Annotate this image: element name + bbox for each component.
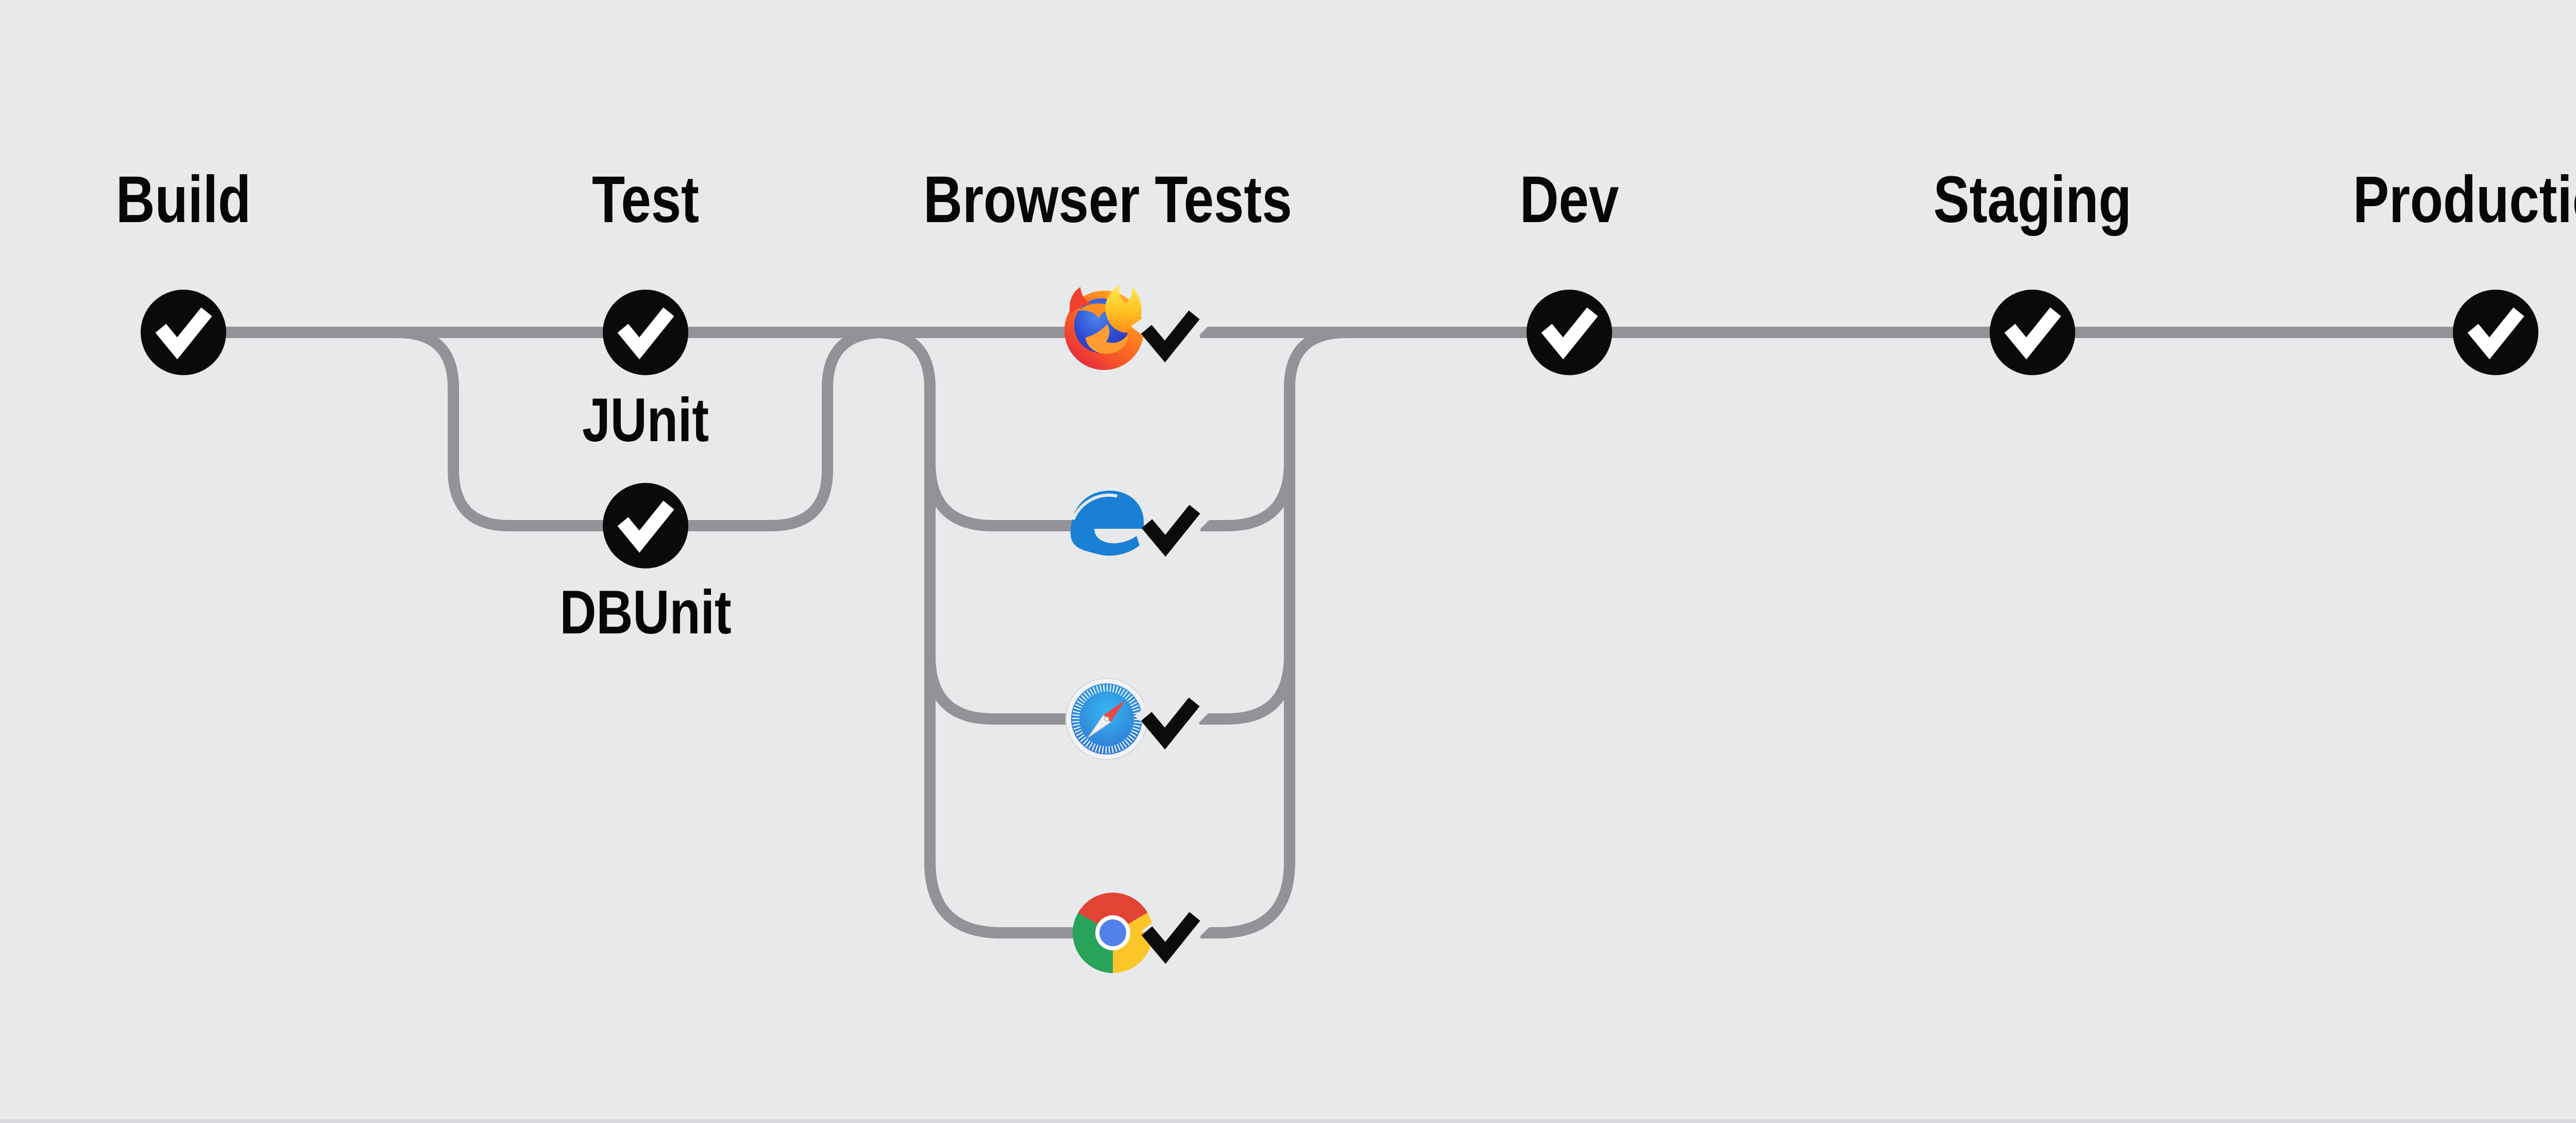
firefox-flame <box>1105 285 1142 333</box>
stage-node-production <box>2453 290 2538 375</box>
cut-edge <box>1177 500 1222 545</box>
stage-node-dev <box>1527 290 1612 375</box>
bottom-edge <box>0 1119 2576 1123</box>
connector-edge-left <box>924 462 1078 531</box>
safari-pivot <box>1104 716 1109 722</box>
cut-firefox <box>1177 306 1221 350</box>
safari-ticks <box>1072 684 1141 753</box>
cut-safari <box>1177 693 1221 738</box>
stage-title-browser-tests: Browser Tests <box>923 162 1292 236</box>
job-labels: JUnit DBUnit <box>560 386 731 647</box>
safari-icon <box>1065 678 1154 760</box>
firefox-icon <box>1064 285 1151 370</box>
chrome-icon <box>1073 893 1160 973</box>
firefox-swirl <box>1086 324 1128 354</box>
edge-e <box>1071 491 1144 556</box>
stage-title-dev: Dev <box>1520 162 1619 236</box>
edge-swoosh <box>1072 493 1117 520</box>
chrome-red <box>1078 893 1148 933</box>
stage-node-staging <box>1990 290 2075 375</box>
stage-titles: Build Test Browser Tests Dev Staging Pro… <box>116 162 2576 236</box>
job-label-junit: JUnit <box>582 386 709 455</box>
connector-browser-trunk-right <box>1200 327 1368 938</box>
connector-dbunit-branch <box>350 327 885 531</box>
connector-browser-trunk-left <box>848 327 1078 938</box>
stage-node-build <box>141 290 226 375</box>
stage-title-test: Test <box>592 162 699 236</box>
chrome-hub <box>1099 919 1126 946</box>
stage-title-production: Production <box>2353 162 2576 236</box>
stage-node-test-dbunit <box>603 483 688 568</box>
job-label-dbunit: DBUnit <box>560 578 731 647</box>
edge-icon <box>1071 491 1144 556</box>
stage-title-build: Build <box>116 162 251 236</box>
connector-safari-left <box>924 656 1077 725</box>
stage-title-staging: Staging <box>1934 162 2132 236</box>
pipeline-connectors <box>183 327 2496 938</box>
firefox-ear <box>1070 287 1091 314</box>
cut-chrome <box>1177 908 1222 952</box>
stage-node-test-junit <box>603 290 688 375</box>
connector-cuts <box>1177 306 1222 952</box>
safari-needle <box>1087 700 1126 739</box>
